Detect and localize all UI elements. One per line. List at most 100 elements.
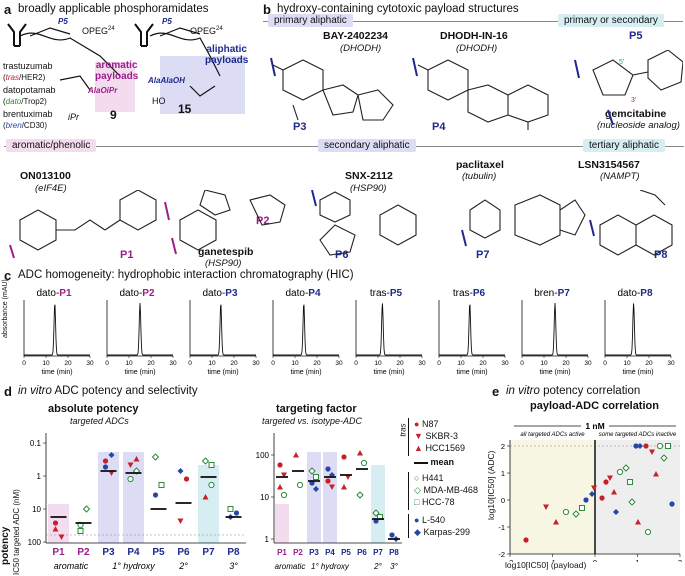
ala-ala-oh-label: AlaAlaOH xyxy=(148,76,185,85)
hic-xlabel: time (min) xyxy=(124,369,155,376)
data-point xyxy=(183,476,190,482)
category-band xyxy=(371,465,385,543)
hic-trace-title: tras-P5 xyxy=(370,288,403,299)
hic-tick-label: 10 xyxy=(623,360,631,367)
category-band xyxy=(123,452,144,543)
x-tick-label: -1 xyxy=(549,558,556,562)
y-tick-label: 10 xyxy=(32,505,41,514)
tag-primary-secondary: primary or secondary xyxy=(558,14,664,27)
tag-secondary-aliphatic: secondary aliphatic xyxy=(318,139,416,152)
payload-code: P1 xyxy=(120,249,134,261)
panel-d-letter: d xyxy=(4,384,12,399)
x-tick-label: 1 xyxy=(635,558,639,562)
hic-tick-label: 30 xyxy=(86,360,94,367)
compound-target: (DHODH) xyxy=(456,43,498,54)
data-point xyxy=(356,491,364,499)
data-point xyxy=(58,534,65,540)
ala-oipr-label: AlaOiPr xyxy=(88,86,118,95)
hic-tick-label: 30 xyxy=(252,360,260,367)
compound-name: BAY-2402234 xyxy=(323,30,388,42)
data-point xyxy=(603,479,609,485)
data-point xyxy=(616,468,624,476)
data-point xyxy=(277,484,283,490)
data-point xyxy=(523,537,529,543)
group-label: 2° xyxy=(178,561,188,571)
payload-code: P5 xyxy=(629,30,643,42)
abs-potency-title: absolute potency xyxy=(48,403,139,415)
data-point xyxy=(599,495,605,501)
panel-e-title: in vitro potency correlation xyxy=(506,385,641,397)
category-label: P8 xyxy=(227,547,240,558)
hic-trace-line xyxy=(273,304,339,356)
data-point xyxy=(77,528,84,534)
data-point xyxy=(583,497,589,503)
category-band xyxy=(98,452,119,543)
ipr-label: iPr xyxy=(68,112,79,122)
data-point xyxy=(177,468,184,474)
hic-ylabel: absorbance (mAU) xyxy=(2,279,9,338)
compound-15-label: 15 xyxy=(178,102,192,116)
y-tick-label: -2 xyxy=(498,550,505,559)
compound-name: ganetespib xyxy=(198,246,254,258)
category-label: P5 xyxy=(341,548,351,557)
category-label: P8 xyxy=(389,548,399,557)
compound-target: (HSP90) xyxy=(350,183,387,194)
hic-trace-line xyxy=(190,304,256,356)
payload-code: P7 xyxy=(476,249,490,261)
hic-tick-label: 20 xyxy=(147,360,155,367)
compound-name: SNX-2112 xyxy=(345,170,393,182)
panel-c-letter: c xyxy=(4,268,12,283)
data-point xyxy=(313,486,319,492)
group-label: 1° hydroxy xyxy=(311,562,350,571)
y-tick-label: 1 xyxy=(265,535,270,544)
data-point xyxy=(280,491,288,499)
y-tick-label: 10 xyxy=(260,493,269,502)
potency-ylabel: potency xyxy=(0,526,11,565)
y-tick-label: 1 xyxy=(501,469,505,478)
hic-tick-label: 20 xyxy=(562,360,570,367)
data-point xyxy=(233,510,240,516)
hic-trace-line xyxy=(356,303,422,356)
category-label: P3 xyxy=(309,548,319,557)
hic-tick-label: 10 xyxy=(291,360,299,367)
compound-target: (HSP90) xyxy=(205,258,242,269)
compound-target: (eIF4E) xyxy=(35,183,67,194)
data-point xyxy=(102,464,109,470)
group-label: 1° hydroxy xyxy=(112,561,155,571)
tag-primary-aliphatic: primary aliphatic xyxy=(268,14,353,27)
y-tick-label: 2 xyxy=(501,442,505,451)
ho-label: HO xyxy=(152,96,166,106)
hic-trace-title: dato-P8 xyxy=(617,288,652,299)
right-note: some targeted ADCs inactive xyxy=(599,432,677,438)
data-point xyxy=(52,526,59,532)
hic-trace-title: dato-P3 xyxy=(202,288,237,299)
data-point xyxy=(643,443,649,449)
data-point xyxy=(611,489,617,495)
hic-trace-line xyxy=(605,303,671,356)
hic-trace-title: dato-P1 xyxy=(36,288,71,299)
compound-name: LSN3154567 xyxy=(578,159,640,171)
compound-target: (nucleoside analog) xyxy=(597,120,680,131)
region-active xyxy=(510,440,595,554)
hic-xlabel: time (min) xyxy=(207,369,238,376)
data-point xyxy=(553,519,559,525)
y-tick-label: -1 xyxy=(498,523,505,532)
data-point xyxy=(635,519,641,525)
x-tick-label: -2 xyxy=(507,558,514,562)
peg-left: OPEG24 xyxy=(82,26,115,36)
data-point xyxy=(293,452,299,458)
compound-name: DHODH-IN-16 xyxy=(440,30,508,42)
hic-trace-title: dato-P2 xyxy=(119,288,154,299)
hic-tick-label: 20 xyxy=(479,360,487,367)
category-band xyxy=(323,452,337,543)
hic-xlabel: time (min) xyxy=(373,369,404,376)
data-point xyxy=(313,474,319,480)
data-point xyxy=(151,453,160,461)
